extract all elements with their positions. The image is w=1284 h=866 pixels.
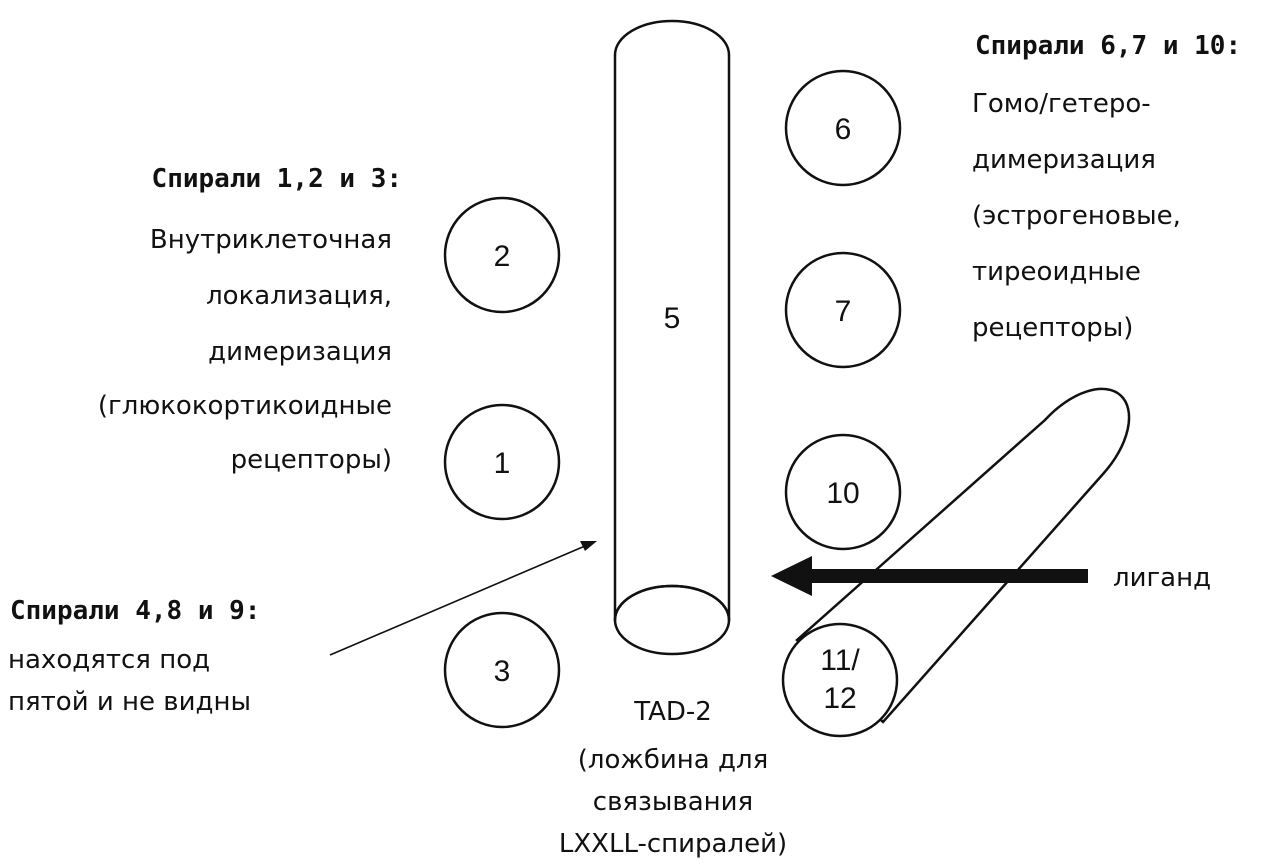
hidden-helices-arrow [329, 541, 597, 656]
helix-2-label: 2 [494, 240, 511, 273]
helix-3-label: 3 [494, 655, 511, 688]
right-top-line-4: тиреоидные [972, 257, 1141, 287]
left-top-line-4: (глюкокортикоидные [98, 391, 392, 421]
left-bottom-heading: Спирали 4,8 и 9: [10, 596, 260, 626]
left-top-heading: Спирали 1,2 и 3: [152, 164, 402, 194]
helix-5-cylinder: 5 [613, 19, 731, 656]
left-top-line-2: локализация, [206, 281, 392, 311]
tad2-line-1: TAD-2 [633, 697, 712, 727]
left-top-line-5: рецепторы) [231, 445, 392, 475]
left-bottom-line-2: пятой и не видны [8, 687, 251, 717]
helix-2-circle: 2 [443, 196, 561, 314]
right-top-line-5: рецепторы) [972, 313, 1133, 343]
tad2-annotation: TAD-2 (ложбина для связывания LXXLL-спир… [559, 697, 787, 859]
helix-7-label: 7 [835, 295, 852, 328]
tad2-line-2: (ложбина для [578, 745, 768, 775]
helix-10-label: 10 [826, 477, 859, 510]
helix-6-circle: 6 [784, 69, 902, 187]
helix-11-12-cylinder: 11/ 12 [781, 387, 1131, 738]
left-top-annotation: Спирали 1,2 и 3: Внутриклеточная локализ… [98, 164, 402, 475]
right-top-line-2: димеризация [972, 145, 1156, 175]
helix-11-12-label-line2: 12 [823, 682, 856, 715]
helix-5-label: 5 [664, 302, 681, 335]
right-top-heading: Спирали 6,7 и 10: [975, 31, 1241, 61]
helix-11-12-label-line1: 11/ [820, 644, 860, 677]
ligand-label: лиганд [1113, 563, 1211, 593]
right-top-line-1: Гомо/гетеро- [972, 89, 1151, 119]
helix-1-label: 1 [494, 447, 511, 480]
left-bottom-annotation: Спирали 4,8 и 9: находятся под пятой и н… [8, 596, 260, 717]
ligand-arrow [771, 556, 1088, 596]
right-top-line-3: (эстрогеновые, [972, 201, 1181, 231]
helix-3-circle: 3 [443, 611, 561, 729]
left-top-line-3: димеризация [208, 337, 392, 367]
helix-7-circle: 7 [784, 251, 902, 369]
left-bottom-line-1: находятся под [8, 645, 210, 675]
helix-1-circle: 1 [443, 403, 561, 521]
helix-6-label: 6 [835, 113, 852, 146]
helix-10-circle: 10 [784, 433, 902, 551]
left-top-line-1: Внутриклеточная [150, 225, 392, 255]
tad2-line-3: связывания [593, 787, 753, 817]
right-top-annotation: Спирали 6,7 и 10: Гомо/гетеро- димеризац… [972, 31, 1241, 343]
tad2-line-4: LXXLL-спиралей) [559, 829, 787, 859]
